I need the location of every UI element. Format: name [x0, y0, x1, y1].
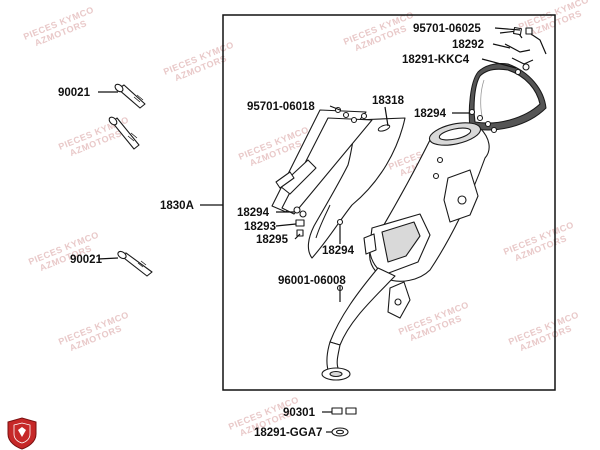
label-90021-bottom: 90021	[70, 254, 103, 266]
gasket-18291-gga7[interactable]	[331, 427, 349, 437]
bolt-90021-top[interactable]	[108, 83, 146, 150]
label-18294-top: 18294	[414, 108, 447, 120]
muffler-body[interactable]	[363, 119, 490, 282]
muffler-end-cap[interactable]	[468, 63, 547, 131]
label-96001-06008: 96001-06008	[278, 275, 346, 287]
screw-18295[interactable]	[296, 229, 304, 237]
nut-90301[interactable]	[331, 407, 357, 415]
heat-shield-18318[interactable]	[307, 117, 406, 259]
label-90021-top: 90021	[58, 87, 91, 99]
label-18318: 18318	[372, 95, 405, 107]
screw-18291-kkc4[interactable]	[514, 63, 530, 76]
label-95701-06025: 95701-06025	[413, 23, 481, 35]
part-labels: 95701-06025 18292 18291-KKC4 18318 95701…	[58, 23, 484, 439]
label-1830a: 1830A	[160, 200, 194, 212]
label-18292: 18292	[452, 39, 484, 51]
label-18293: 18293	[244, 221, 276, 233]
label-18294-left: 18294	[237, 207, 270, 219]
label-18291-kkc4: 18291-KKC4	[402, 54, 470, 66]
assembly-frame	[222, 14, 556, 391]
leader-lines	[97, 27, 521, 433]
label-90301: 90301	[283, 407, 316, 419]
bolt-18294-bottom[interactable]	[336, 218, 344, 239]
label-18295: 18295	[256, 234, 289, 246]
collar-18293[interactable]	[295, 219, 305, 227]
shield-frame-18293[interactable]	[271, 109, 373, 215]
bolt-90021-bottom[interactable]	[117, 250, 153, 277]
label-18294-bottom: 18294	[322, 245, 355, 257]
brand-logo-badge	[7, 417, 37, 450]
bolt-18294-top[interactable]	[468, 108, 498, 134]
clamp-18292[interactable]	[504, 43, 534, 65]
label-95701-06018: 95701-06018	[247, 101, 315, 113]
bolt-95701-06025[interactable]	[499, 26, 547, 55]
exhaust-pipe[interactable]	[321, 267, 411, 381]
washer-18294-left[interactable]	[293, 206, 307, 218]
bolt-95701-06018[interactable]	[334, 106, 368, 124]
label-18291-gga7: 18291-GGA7	[254, 427, 322, 439]
